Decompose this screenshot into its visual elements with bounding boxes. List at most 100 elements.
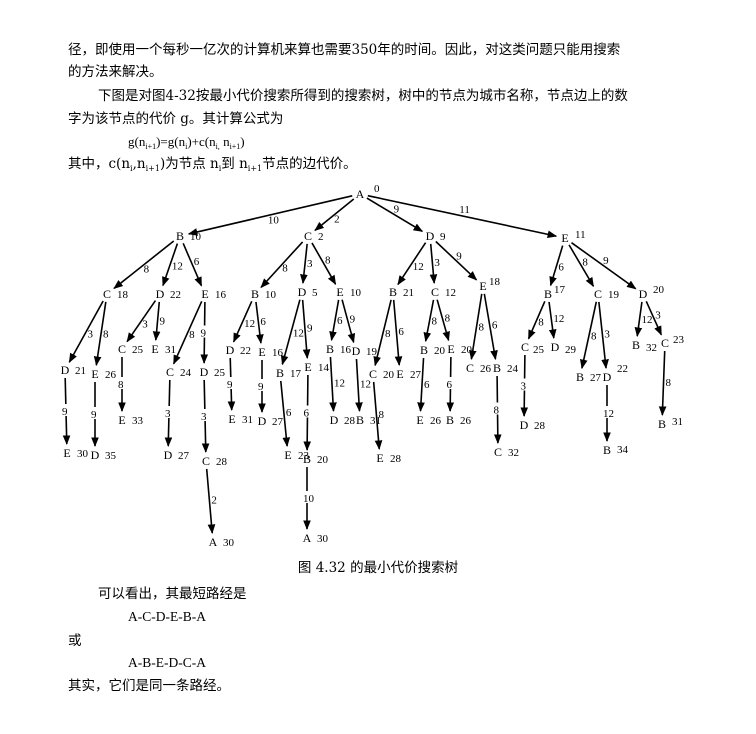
tree-edge-D1-E4 bbox=[435, 240, 478, 281]
node-cost-label: 26 bbox=[480, 363, 492, 375]
tree-node-E3: E 10 bbox=[336, 285, 361, 299]
tree-node-D15: D 28 bbox=[520, 418, 546, 432]
node-cost-label: 32 bbox=[508, 447, 519, 459]
tree-edge-B1-C2 bbox=[113, 240, 175, 290]
node-cost-label: 18 bbox=[489, 276, 501, 288]
edge-weight-label: 9 bbox=[258, 381, 264, 393]
tree-edge-E2-C6 bbox=[172, 300, 203, 365]
tree-edge-root-D1 bbox=[366, 197, 424, 233]
edge-label-background bbox=[444, 377, 458, 390]
node-city-label: B bbox=[356, 413, 364, 427]
node-city-label: E bbox=[396, 367, 403, 381]
node-cost-label: 20 bbox=[461, 344, 473, 356]
node-cost-label: 27 bbox=[178, 450, 190, 462]
node-cost-label: 31 bbox=[165, 344, 176, 356]
edge-weight-label: 10 bbox=[268, 215, 280, 227]
edge-weight-label: 12 bbox=[360, 379, 371, 391]
node-cost-label: 9 bbox=[440, 231, 446, 243]
node-cost-label: 5 bbox=[312, 287, 318, 299]
node-cost-label: 17 bbox=[290, 368, 302, 380]
node-cost-label: 10 bbox=[350, 287, 362, 299]
node-cost-label: 25 bbox=[132, 344, 144, 356]
node-cost-label: 21 bbox=[403, 287, 414, 299]
node-cost-label: 28 bbox=[534, 420, 546, 432]
node-city-label: D bbox=[352, 344, 361, 358]
edge-weight-label: 3 bbox=[307, 258, 313, 270]
node-city-label: D bbox=[520, 418, 529, 432]
node-city-label: C bbox=[661, 336, 669, 350]
node-city-label: D bbox=[330, 413, 339, 427]
node-city-label: E bbox=[336, 285, 343, 299]
node-city-label: B bbox=[446, 413, 454, 427]
node-cost-label: 16 bbox=[340, 344, 352, 356]
shortest-path-2: A-B-E-D-C-A bbox=[128, 655, 206, 670]
edge-label-background bbox=[198, 409, 212, 422]
edge-weight-label: 8 bbox=[103, 328, 109, 340]
node-cost-label: 26 bbox=[430, 415, 442, 427]
edge-weight-label: 8 bbox=[431, 316, 437, 328]
node-cost-label: 31 bbox=[370, 415, 381, 427]
node-city-label: E bbox=[376, 451, 383, 465]
node-city-label: D bbox=[156, 287, 165, 301]
node-city-label: C bbox=[521, 340, 529, 354]
cost-formula: g(ni+1)=g(ni)+c(ni, ni+1) bbox=[128, 134, 245, 151]
edge-weight-label: 12 bbox=[172, 260, 183, 272]
node-cost-label: 14 bbox=[318, 362, 330, 374]
edge-weight-label: 6 bbox=[286, 407, 292, 419]
tree-edge-B1-E2 bbox=[182, 243, 203, 287]
edge-cost-definition: 其中，c(ni,ni+1)为节点 ni到 ni+1节点的边代价。 bbox=[68, 156, 357, 173]
tree-edge-B7-E16 bbox=[417, 357, 425, 412]
tree-edge-D2-E6 bbox=[152, 301, 161, 341]
tree-edge-E1-C4 bbox=[568, 244, 595, 288]
node-city-label: D bbox=[91, 448, 100, 462]
node-city-label: E bbox=[201, 287, 208, 301]
node-city-label: D bbox=[61, 363, 70, 377]
node-city-label: D bbox=[603, 370, 612, 384]
edge-weight-label: 9 bbox=[350, 313, 356, 325]
edge-weight-label: 6 bbox=[304, 408, 310, 420]
node-cost-label: 0 bbox=[374, 183, 380, 195]
node-city-label: E bbox=[91, 367, 98, 381]
edge-weight-label: 6 bbox=[260, 316, 266, 328]
node-city-label: B bbox=[603, 443, 611, 457]
node-cost-label: 19 bbox=[608, 289, 620, 301]
node-cost-label: 22 bbox=[240, 345, 251, 357]
node-city-label: B bbox=[176, 229, 184, 243]
node-cost-label: 28 bbox=[344, 415, 356, 427]
node-cost-label: 30 bbox=[317, 533, 329, 545]
node-city-label: D bbox=[298, 285, 307, 299]
edge-weight-label: 8 bbox=[445, 312, 451, 324]
conclusion-or: 或 bbox=[68, 633, 82, 649]
node-cost-label: 31 bbox=[242, 414, 253, 426]
node-city-label: B bbox=[632, 338, 640, 352]
edge-weight-label: 8 bbox=[189, 329, 195, 341]
tree-edge-D1-C3 bbox=[429, 243, 438, 284]
edge-label-background bbox=[256, 379, 269, 391]
node-cost-label: 30 bbox=[223, 537, 235, 549]
node-city-label: B bbox=[544, 287, 552, 301]
